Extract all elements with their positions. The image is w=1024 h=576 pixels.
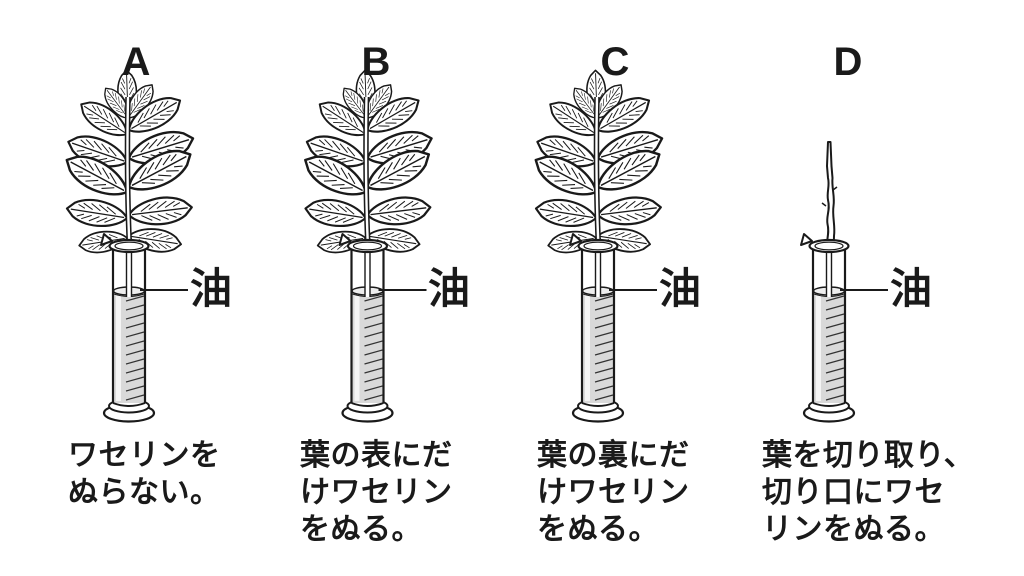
caption-a: ワセリンを ぬらない。 — [68, 439, 221, 509]
oil-label-b: 油 — [428, 265, 471, 312]
oil-label-d: 油 — [890, 265, 933, 312]
unit-letter-b: B — [361, 40, 391, 84]
oil-label-c: 油 — [659, 265, 702, 312]
caption-b: 葉の表にだ けワセリン をぬる。 — [300, 439, 453, 546]
unit-a-drawing — [60, 70, 197, 423]
caption-c: 葉の裏にだ けワセリン をぬる。 — [537, 439, 690, 546]
unit-letter-c: C — [600, 40, 630, 84]
unit-c-drawing — [529, 70, 666, 423]
unit-d-drawing — [799, 141, 890, 423]
oil-label-a: 油 — [190, 265, 233, 312]
unit-letter-d: D — [833, 40, 863, 84]
unit-letter-a: A — [121, 40, 151, 84]
caption-d: 葉を切り取り、 切り口にワセ リンをぬる。 — [762, 439, 975, 546]
unit-b-drawing — [299, 70, 436, 423]
